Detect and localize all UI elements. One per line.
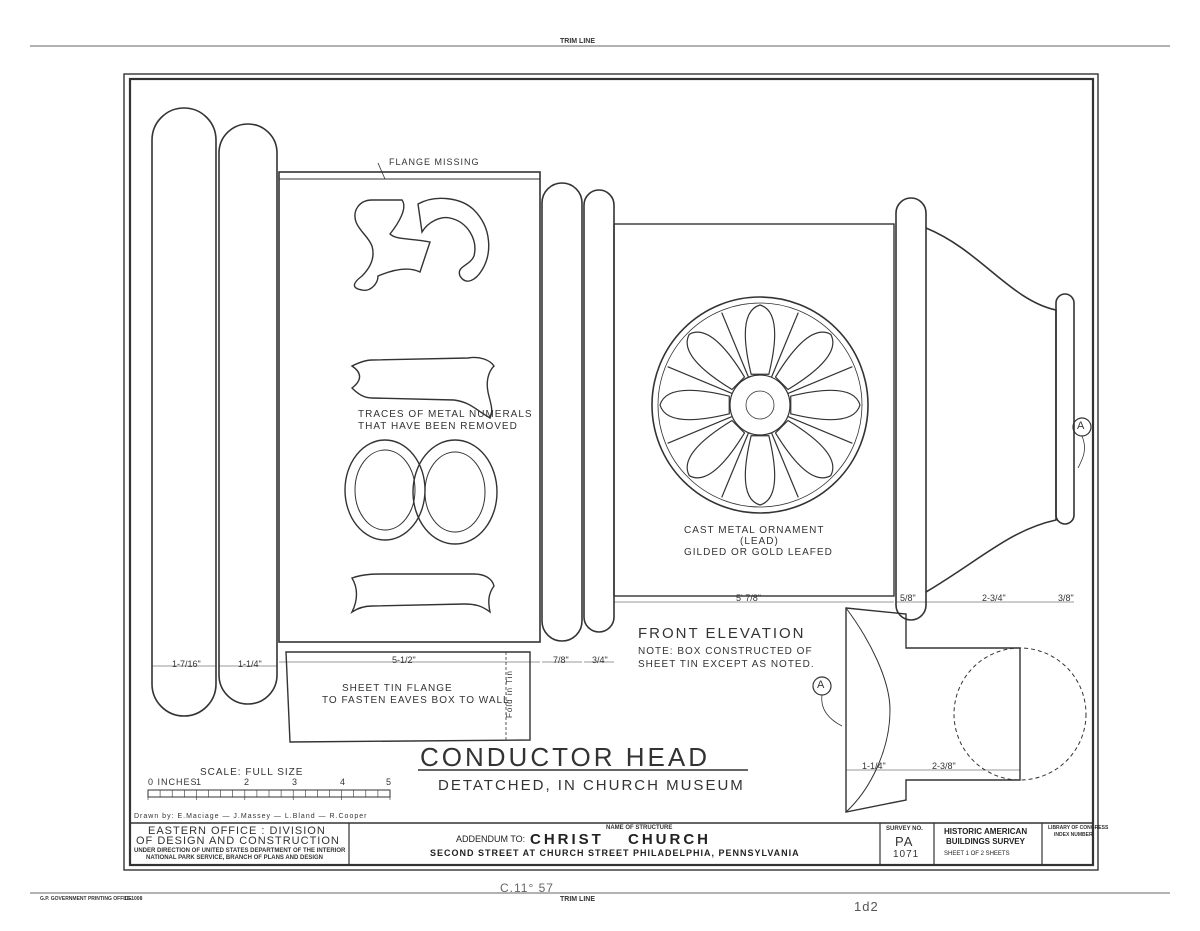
rosette-spoke bbox=[721, 312, 750, 378]
rosette-petal bbox=[774, 419, 834, 479]
bead-molding-5 bbox=[895, 197, 927, 621]
loc-label-1: LIBRARY OF CONGRESS bbox=[1048, 825, 1109, 831]
rosette-spoke bbox=[787, 415, 853, 444]
dim-4: 7/8" bbox=[553, 655, 569, 665]
collar bbox=[1055, 293, 1075, 525]
elevation-note-line2: SHEET TIN EXCEPT AS NOTED. bbox=[638, 659, 815, 670]
dim-5: 3/4" bbox=[592, 655, 608, 665]
dim-6: 5' 7/8" bbox=[736, 593, 761, 603]
scale-tick-1: 1 bbox=[196, 777, 203, 787]
office-line1: EASTERN OFFICE : DIVISION bbox=[148, 825, 326, 837]
bead-molding-4 bbox=[583, 189, 615, 633]
addendum-label: ADDENDUM TO: bbox=[456, 834, 526, 844]
dim-9: 3/8" bbox=[1058, 593, 1074, 603]
rosette-petal bbox=[790, 389, 861, 421]
rosette-spoke bbox=[787, 366, 853, 395]
dim-3: 5-1/2" bbox=[392, 655, 416, 665]
bead-molding-3 bbox=[541, 182, 583, 642]
rosette-petal bbox=[659, 389, 730, 421]
bead-molding-2 bbox=[218, 123, 278, 705]
scale-tick-0: 0 INCHES bbox=[148, 777, 198, 787]
drawn-by: Drawn by: E.Maciage — J.Massey — L.Bland… bbox=[134, 813, 368, 820]
structure-name-2: CHURCH bbox=[628, 831, 711, 848]
ornament-label-line1: CAST METAL ORNAMENT bbox=[684, 525, 825, 536]
rosette-spoke bbox=[667, 415, 733, 444]
habs-line2: BUILDINGS SURVEY bbox=[946, 837, 1025, 846]
section-marker-label-1: A bbox=[1077, 420, 1086, 432]
outer-border bbox=[123, 73, 1099, 871]
scale-tick-5: 5 bbox=[386, 777, 393, 787]
structure-name-1: CHRIST bbox=[530, 831, 604, 848]
rosette-spoke bbox=[667, 366, 733, 395]
sheet-info: SHEET 1 OF 2 SHEETS bbox=[944, 851, 1010, 857]
survey-no-number: 1071 bbox=[893, 849, 920, 860]
handwritten-note-1: C.11° 57 bbox=[500, 881, 554, 895]
rosette-outer bbox=[651, 296, 869, 514]
sheet-tin-label-line2: TO FASTEN EAVES BOX TO WALL bbox=[322, 695, 510, 706]
rosette-petal bbox=[744, 435, 776, 506]
dim-1: 1-7/16" bbox=[172, 659, 201, 669]
printer-note: G.P. GOVERNMENT PRINTING OFFICE bbox=[40, 896, 132, 902]
sheet-tin-label-line1: SHEET TIN FLANGE bbox=[342, 683, 453, 694]
section-marker-label-2: A bbox=[817, 679, 826, 691]
office-line2: OF DESIGN AND CONSTRUCTION bbox=[136, 835, 340, 847]
rosette-spoke bbox=[770, 432, 799, 498]
rosette-petal bbox=[774, 331, 834, 391]
address: SECOND STREET AT CHURCH STREET PHILADELP… bbox=[430, 848, 800, 858]
dim-2: 1-1/4" bbox=[238, 659, 262, 669]
trim-line-bottom-label: TRIM LINE bbox=[560, 896, 595, 903]
rosette-spoke bbox=[770, 312, 799, 378]
traces-label-line2: THAT HAVE BEEN REMOVED bbox=[358, 421, 518, 432]
scale-label: SCALE: FULL SIZE bbox=[200, 767, 304, 778]
office-line3: UNDER DIRECTION OF UNITED STATES DEPARTM… bbox=[134, 848, 346, 854]
bead-molding-1 bbox=[151, 107, 217, 717]
fold-in-tin-label: Fold in Tin bbox=[504, 670, 514, 718]
flared-neck bbox=[925, 227, 1057, 593]
scale-tick-2: 2 bbox=[244, 777, 251, 787]
form-number: 10-1008 bbox=[124, 896, 143, 902]
elevation-note-line1: NOTE: BOX CONSTRUCTED OF bbox=[638, 646, 813, 657]
rosette-spoke bbox=[721, 432, 750, 498]
survey-no-state: PA bbox=[895, 834, 914, 849]
ornament-label-line3: GILDED OR GOLD LEAFED bbox=[684, 547, 833, 558]
dim-7: 5/8" bbox=[900, 593, 916, 603]
main-title: CONDUCTOR HEAD bbox=[420, 742, 710, 772]
dim-11: 2-3/8" bbox=[932, 761, 956, 771]
name-of-structure-label: NAME OF STRUCTURE bbox=[606, 825, 673, 831]
rosette-panel bbox=[613, 223, 895, 597]
loc-label-2: INDEX NUMBER bbox=[1054, 832, 1093, 838]
inner-border bbox=[128, 77, 1095, 867]
elevation-title: FRONT ELEVATION bbox=[638, 625, 806, 642]
handwritten-note-2: 1d2 bbox=[854, 899, 879, 914]
scale-tick-4: 4 bbox=[340, 777, 347, 787]
rosette-petal bbox=[686, 419, 746, 479]
sheet-tin-flange bbox=[285, 651, 531, 743]
dim-10: 1-1/4" bbox=[862, 761, 886, 771]
office-line4: NATIONAL PARK SERVICE, BRANCH OF PLANS A… bbox=[146, 855, 324, 861]
dim-8: 2-3/4" bbox=[982, 593, 1006, 603]
ornament-label-line2: (LEAD) bbox=[740, 536, 779, 547]
rosette-petal bbox=[744, 304, 776, 375]
rosette-petal bbox=[686, 331, 746, 391]
scale-tick-3: 3 bbox=[292, 777, 299, 787]
box-body bbox=[278, 171, 541, 643]
habs-line1: HISTORIC AMERICAN bbox=[944, 827, 1028, 836]
section-detail bbox=[845, 607, 1021, 813]
trim-line-top-label: TRIM LINE bbox=[560, 38, 595, 45]
subtitle: DETATCHED, IN CHURCH MUSEUM bbox=[438, 777, 745, 794]
traces-label-line1: TRACES OF METAL NUMERALS bbox=[358, 409, 533, 420]
flange-missing-label: FLANGE MISSING bbox=[389, 157, 480, 167]
survey-no-label: SURVEY NO. bbox=[886, 826, 923, 832]
